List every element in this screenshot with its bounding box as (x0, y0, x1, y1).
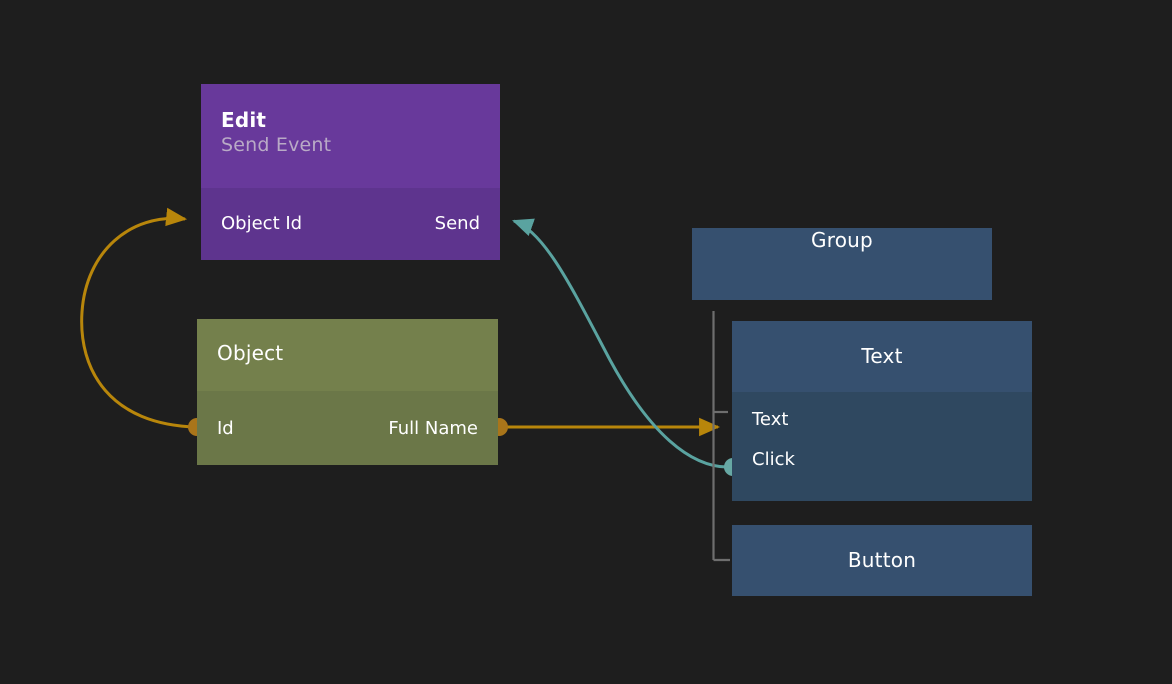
node-edit-port-row: Object Id Send (201, 213, 500, 235)
port-label-object-id[interactable]: Object Id (221, 213, 303, 234)
wire-object-id-to-edit-object-id (80, 207, 206, 436)
node-edit[interactable]: Edit Send Event Object Id Send (201, 84, 500, 260)
node-text-body[interactable]: Text Click (732, 392, 1032, 501)
node-edit-header[interactable]: Edit Send Event (201, 84, 500, 188)
node-group[interactable]: Group (692, 228, 992, 300)
node-group-title: Group (811, 228, 873, 252)
node-edit-body[interactable]: Object Id Send (201, 188, 500, 260)
node-object-header[interactable]: Object (197, 319, 498, 391)
node-text-header[interactable]: Text (732, 321, 1032, 392)
node-button[interactable]: Button (732, 525, 1032, 596)
port-label-click[interactable]: Click (752, 449, 795, 470)
node-button-header[interactable]: Button (732, 525, 1032, 596)
wire-path (80, 207, 198, 429)
node-text-title: Text (861, 344, 903, 368)
node-object-title: Object (217, 341, 284, 365)
node-text-port-row-text: Text (732, 409, 1032, 431)
node-text[interactable]: Text Text Click (732, 321, 1032, 501)
node-object[interactable]: Object Id Full Name (197, 319, 498, 465)
port-label-text[interactable]: Text (752, 409, 789, 430)
node-text-port-row-click: Click (732, 449, 1032, 471)
port-label-id[interactable]: Id (217, 418, 234, 439)
tree-connector (712, 311, 730, 562)
node-object-body[interactable]: Id Full Name (197, 391, 498, 465)
node-object-port-row: Id Full Name (197, 418, 498, 440)
port-label-full-name[interactable]: Full Name (388, 418, 478, 439)
port-label-send[interactable]: Send (434, 213, 480, 234)
wire-object-fullname-to-text-text (490, 417, 721, 437)
node-button-title: Button (847, 548, 917, 572)
node-edit-subtitle: Send Event (221, 134, 332, 156)
node-edit-title: Edit (221, 108, 267, 132)
node-group-header[interactable]: Group (692, 228, 992, 300)
